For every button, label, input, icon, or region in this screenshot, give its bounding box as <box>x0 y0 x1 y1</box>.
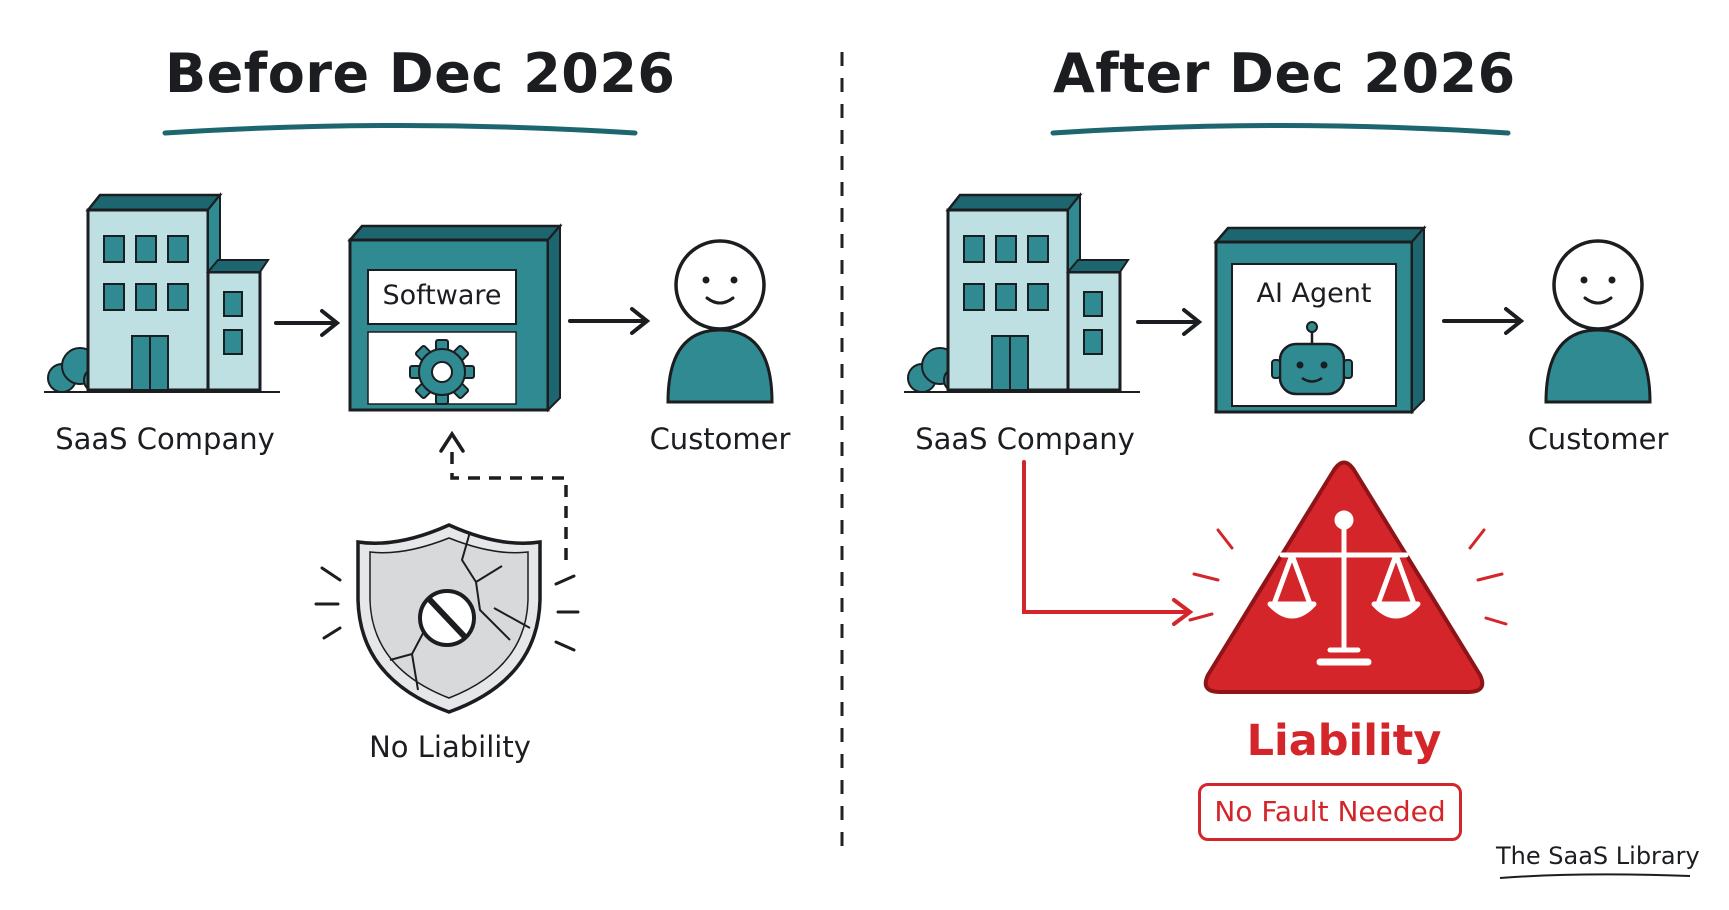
software-box <box>347 223 563 413</box>
right-arrow-agent-to-customer <box>1442 307 1525 335</box>
left-building-icon <box>44 192 280 393</box>
gear-icon <box>409 339 475 405</box>
software-box-label: Software <box>382 280 502 311</box>
dashed-connector-arrowhead <box>439 430 465 453</box>
ai-agent-box-label: AI Agent <box>1256 278 1372 309</box>
left-title-underline <box>162 123 638 136</box>
right-company-label: SaaS Company <box>915 422 1135 456</box>
right-building-icon <box>904 192 1140 393</box>
left-customer-icon <box>666 239 774 404</box>
liability-connector <box>1022 460 1194 626</box>
right-title-underline <box>1050 123 1511 136</box>
warning-emphasis-lines <box>1188 528 1508 626</box>
no-liability-label: No Liability <box>369 730 531 764</box>
liability-label: Liability <box>1246 716 1442 766</box>
scales-of-justice-icon <box>1267 510 1421 666</box>
right-panel-title: After Dec 2026 <box>1053 42 1516 105</box>
left-customer-label: Customer <box>649 422 791 456</box>
no-fault-needed-badge: No Fault Needed <box>1198 783 1462 841</box>
right-customer-icon <box>1544 239 1652 404</box>
shield-emphasis-lines <box>314 566 580 652</box>
cracked-shield-icon <box>356 523 542 714</box>
brand-underline <box>1499 873 1691 879</box>
robot-icon <box>1271 321 1353 396</box>
brand-label: The SaaS Library <box>1496 842 1700 870</box>
left-arrow-company-to-software <box>274 309 341 337</box>
left-arrow-software-to-customer <box>568 307 651 335</box>
right-customer-label: Customer <box>1527 422 1669 456</box>
left-panel-title: Before Dec 2026 <box>165 42 676 105</box>
dashed-connector <box>450 450 568 560</box>
left-company-label: SaaS Company <box>55 422 275 456</box>
right-arrow-company-to-agent <box>1136 308 1203 336</box>
